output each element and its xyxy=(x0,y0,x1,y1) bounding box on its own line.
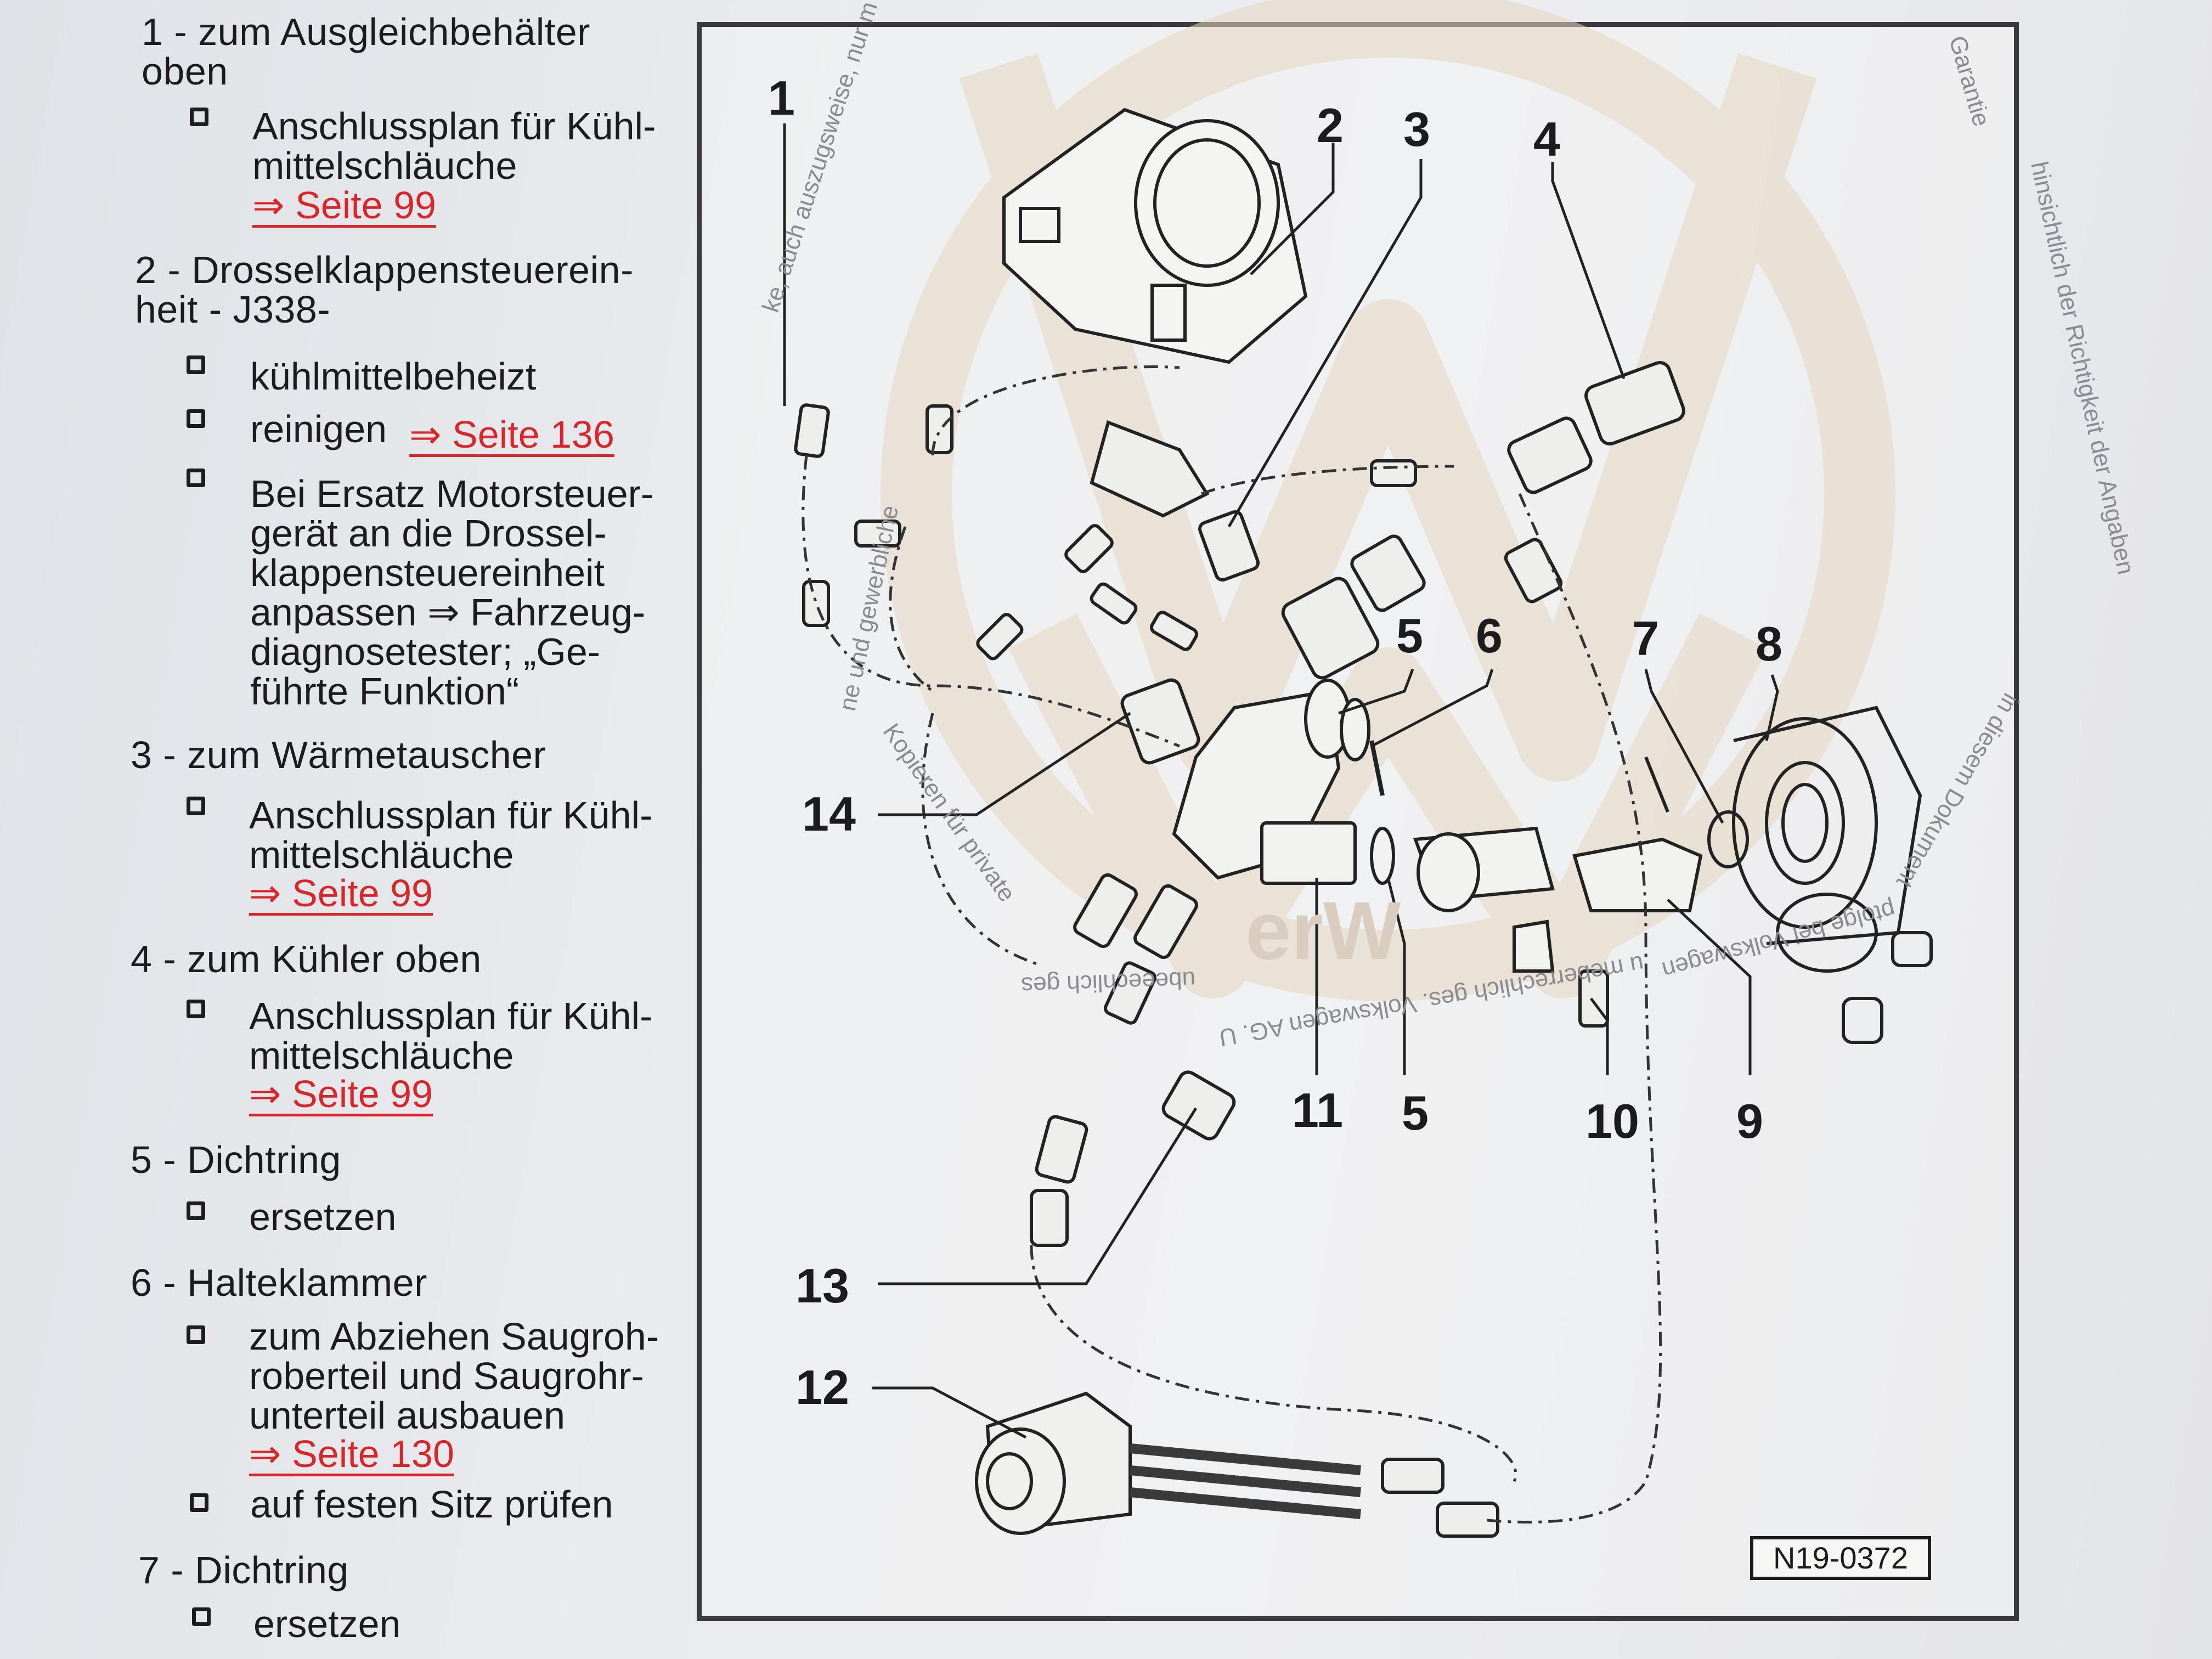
checkbox-1-1 xyxy=(190,108,208,126)
item-4-title: 4 - zum Kühler oben xyxy=(131,938,482,980)
item-6-title: 6 - Halteklammer xyxy=(131,1261,427,1304)
callout-1: 1 xyxy=(768,71,795,125)
callout-13: 13 xyxy=(795,1259,849,1313)
link-seite-130[interactable]: ⇒ Seite 130 xyxy=(249,1432,454,1476)
callout-leaders xyxy=(783,123,1779,1439)
callout-3: 3 xyxy=(1403,102,1430,156)
callout-5-top: 5 xyxy=(1396,608,1423,663)
figure-code: N19-0372 xyxy=(1750,1536,1931,1580)
water-pump xyxy=(1644,706,1933,1044)
item-2-bullet-2: reinigen xyxy=(250,408,398,450)
checkbox-4-1 xyxy=(187,1000,205,1018)
parts-list: 1 - zum Ausgleichbehälter oben Anschluss… xyxy=(0,0,702,1659)
callout-8: 8 xyxy=(1756,617,1782,671)
callout-5-bottom: 5 xyxy=(1402,1086,1429,1140)
item-5-bullet-1: ersetzen xyxy=(249,1195,397,1238)
link-seite-99-b[interactable]: ⇒ Seite 99 xyxy=(249,872,433,916)
checkbox-2-2 xyxy=(187,409,205,428)
item-2-title: 2 - Drosselklappensteuerein- heit - J338… xyxy=(135,249,634,331)
item-3-bullet-1: Anschlussplan für Kühl- mittelschläuche xyxy=(249,794,653,876)
checkbox-6-2 xyxy=(190,1493,208,1512)
callout-9: 9 xyxy=(1736,1094,1763,1148)
item-2-bullet-1: kühlmittelbeheizt xyxy=(250,355,537,398)
checkbox-3-1 xyxy=(187,797,205,815)
checkbox-5-1 xyxy=(187,1201,205,1220)
callout-12: 12 xyxy=(795,1360,849,1414)
coolant-flange xyxy=(1172,679,1703,973)
item-6-bullet-2: auf festen Sitz prüfen xyxy=(250,1483,613,1526)
callout-4: 4 xyxy=(1533,112,1560,166)
item-2-bullet-3: Bei Ersatz Motorsteuer- gerät an die Dro… xyxy=(250,472,654,713)
item-1-bullet-1: Anschlussplan für Kühl- mittelschläuche xyxy=(252,105,656,187)
watermark-text-10: erW xyxy=(1245,884,1401,977)
link-seite-99-a[interactable]: ⇒ Seite 99 xyxy=(252,184,436,228)
temperature-sensor xyxy=(975,1391,1361,1535)
callout-2: 2 xyxy=(1317,98,1344,153)
link-seite-99-c[interactable]: ⇒ Seite 99 xyxy=(249,1073,433,1116)
checkbox-7-1 xyxy=(192,1607,211,1626)
callout-10: 10 xyxy=(1585,1094,1639,1148)
callout-6: 6 xyxy=(1476,608,1503,663)
item-3-title: 3 - zum Wärmetauscher xyxy=(131,733,546,776)
hose-connectors xyxy=(794,361,1685,1538)
checkbox-6-1 xyxy=(187,1325,205,1344)
callout-14: 14 xyxy=(802,787,856,841)
callout-7: 7 xyxy=(1632,611,1659,665)
item-1-title: 1 - zum Ausgleichbehälter oben xyxy=(142,10,590,93)
item-5-title: 5 - Dichtring xyxy=(131,1138,341,1181)
hose-routing-lines xyxy=(802,365,1662,1524)
checkbox-2-3 xyxy=(187,469,205,487)
item-4-bullet-1: Anschlussplan für Kühl- mittelschläuche xyxy=(249,995,653,1077)
item-6-bullet-1: zum Abziehen Saugroh- roberteil und Saug… xyxy=(249,1315,659,1437)
item-7-bullet-1: ersetzen xyxy=(253,1602,401,1645)
item-7-title: 7 - Dichtring xyxy=(138,1549,349,1592)
callout-11: 11 xyxy=(1292,1083,1344,1137)
link-seite-136[interactable]: ⇒ Seite 136 xyxy=(409,413,614,457)
throttle-body xyxy=(1002,108,1308,364)
checkbox-2-1 xyxy=(187,356,205,374)
